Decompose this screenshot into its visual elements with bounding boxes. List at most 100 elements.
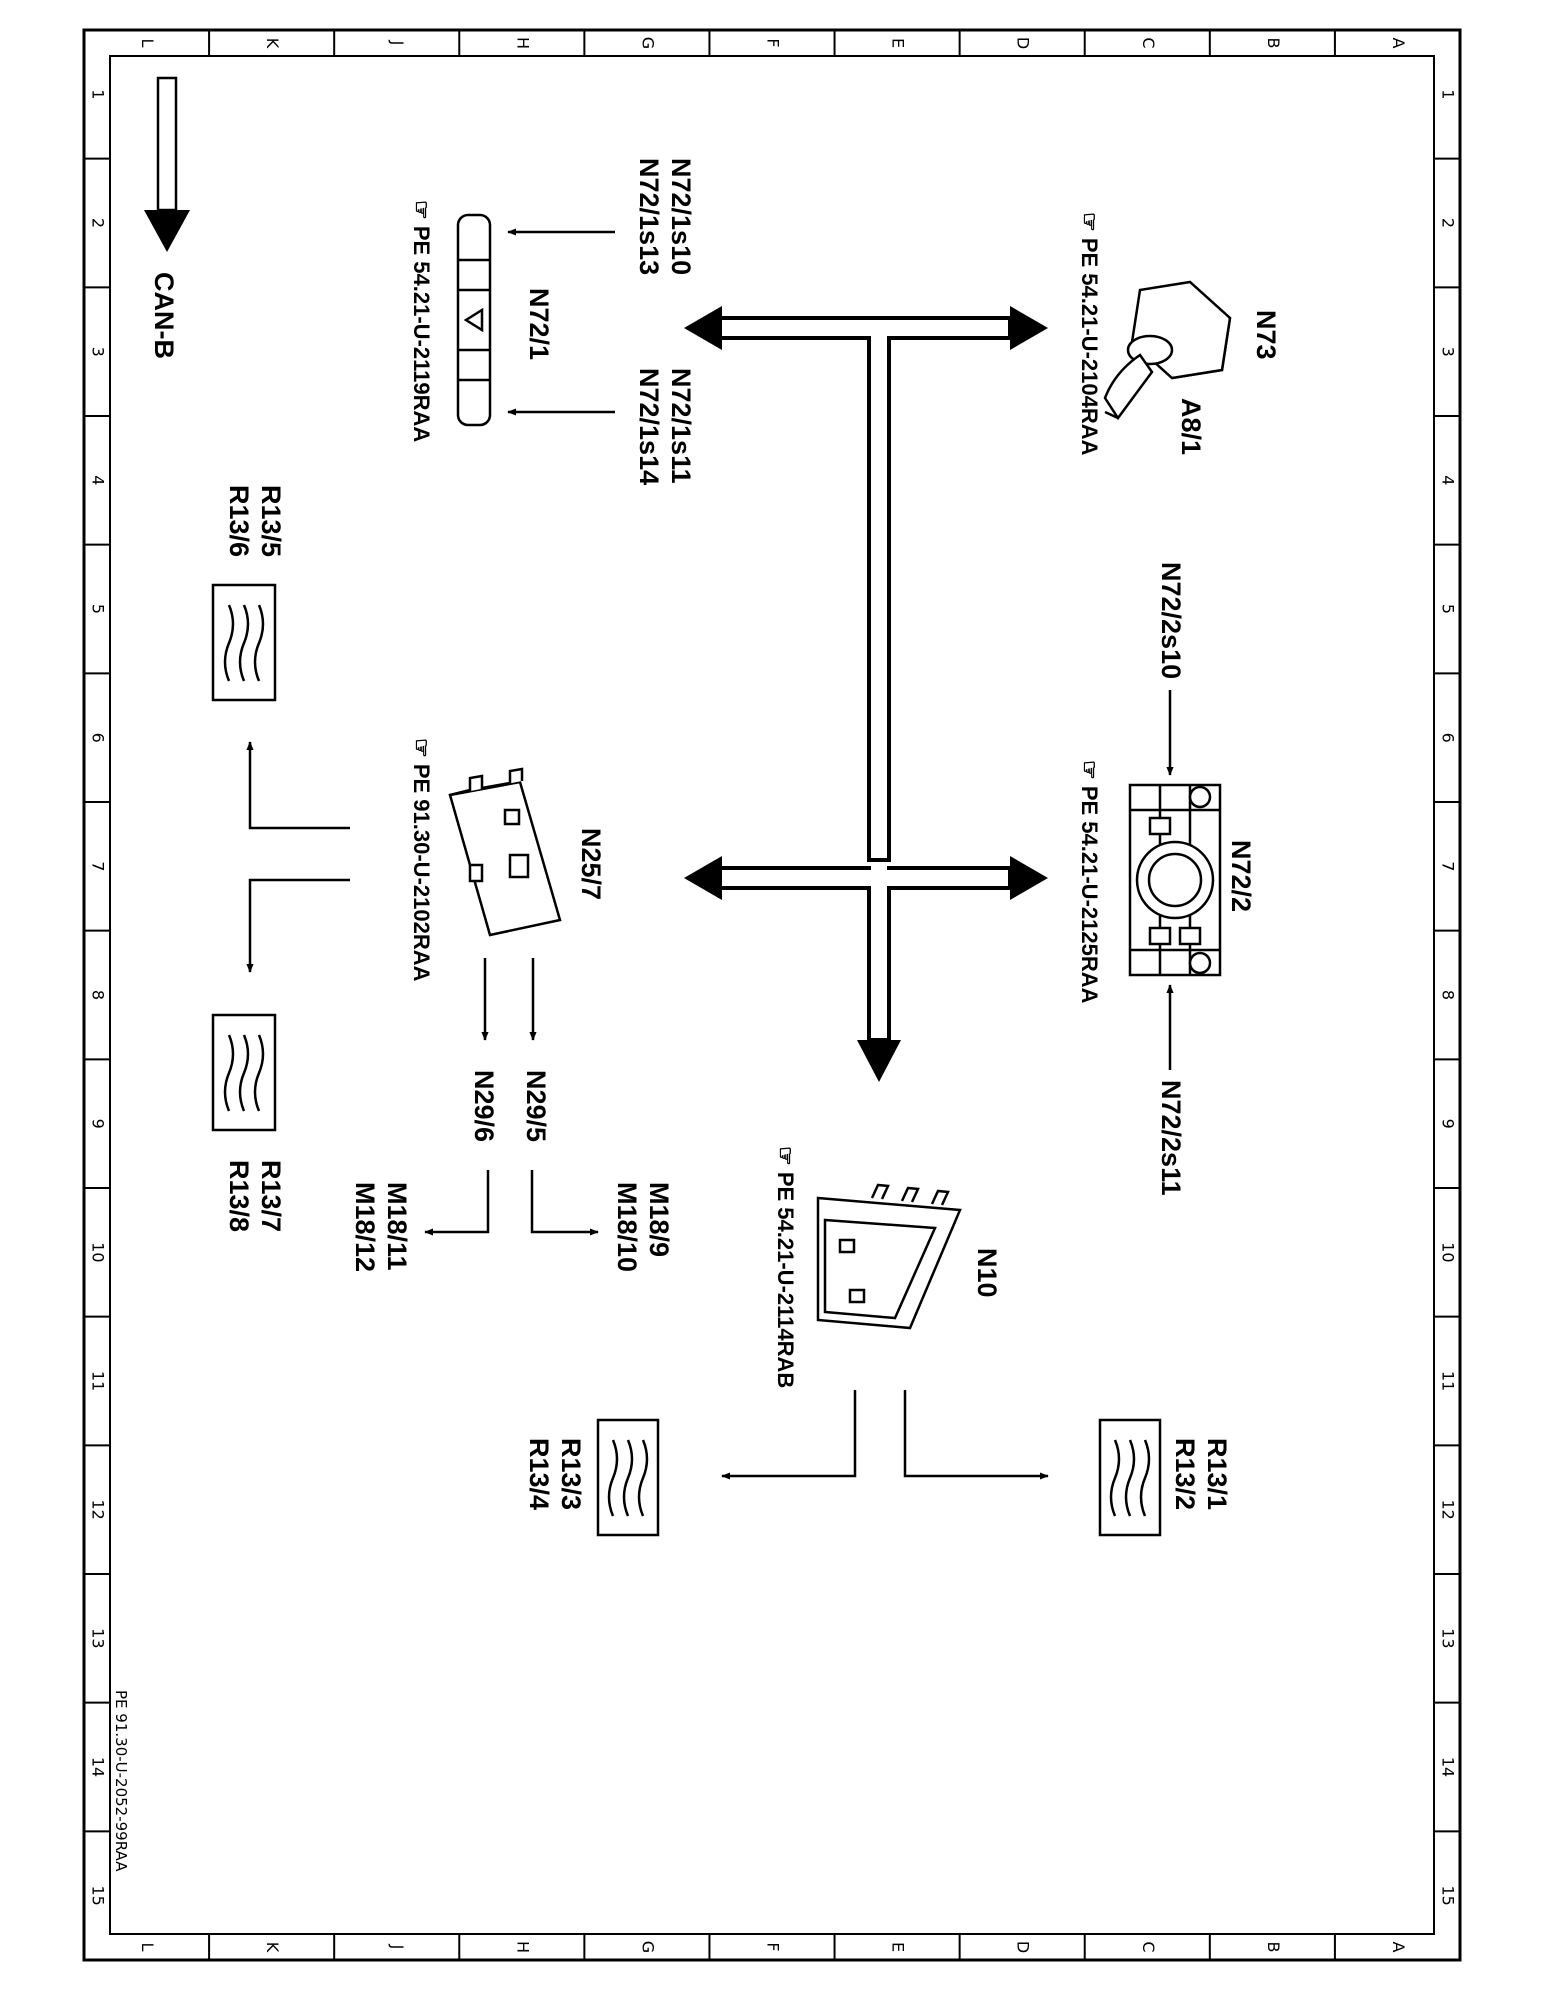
grid-number-left: 13 [89, 1628, 108, 1648]
grid-number-right: 1 [1439, 89, 1458, 99]
grid-letter-bottom: B [1264, 1942, 1283, 1953]
grid-number-left: 8 [89, 990, 108, 1000]
n72-1s13-label: N72/1s13 [634, 158, 664, 275]
n25-7-ref: ☞ PE 91.30-U-2102RAA [409, 738, 434, 982]
m18-11-label: M18/11 [382, 1182, 412, 1271]
hand-icon: ☞ [409, 738, 434, 764]
n72-2s11-label: N72/2s11 [1156, 1080, 1186, 1196]
grid-number-left: 12 [89, 1499, 108, 1519]
grid-letter-top: D [1014, 37, 1033, 49]
grid-number-right: 9 [1439, 1119, 1458, 1129]
n73-ignition-switch-icon [1103, 280, 1232, 421]
grid-ticks [84, 30, 1460, 1960]
grid-letter-top: K [263, 38, 282, 49]
grid-number-left: 2 [89, 218, 108, 228]
document-id: PE 91.30-U-2052-99RAA [112, 1690, 130, 1872]
grid-letter-top: G [638, 37, 657, 49]
r13-1-label: R13/1 [1202, 1438, 1232, 1510]
grid-letter-bottom: L [138, 1943, 157, 1952]
grid-number-left: 5 [89, 604, 108, 614]
grid-number-right: 6 [1439, 733, 1458, 743]
grid-letter-bottom: K [263, 1942, 282, 1953]
grid-letter-bottom: A [1389, 1942, 1408, 1953]
grid-number-left: 15 [89, 1885, 108, 1905]
bus-arrow-n10 [857, 1040, 901, 1082]
n10-module-icon [816, 1183, 962, 1330]
grid-number-left: 10 [89, 1242, 108, 1262]
n25-7-label: N25/7 [576, 828, 606, 900]
grid-number-left: 6 [89, 733, 108, 743]
inner-frame [109, 55, 1435, 1935]
grid-number-right: 12 [1439, 1499, 1458, 1519]
grid-letter-bottom: H [513, 1941, 532, 1953]
grid-letter-top: L [138, 39, 157, 48]
grid-letter-top: H [513, 37, 532, 49]
grid-letter-top: C [1139, 37, 1158, 48]
bus-arrow-n25-7 [684, 856, 722, 900]
r13-1-2-heater-icon [1098, 1418, 1162, 1537]
r13-6-label: R13/6 [224, 485, 254, 557]
grid-letter-top: J [388, 40, 407, 46]
can-bus [684, 306, 1048, 1082]
grid-number-right: 8 [1439, 990, 1458, 1000]
r13-4-label: R13/4 [524, 1438, 554, 1510]
grid-number-right: 2 [1439, 218, 1458, 228]
n72-2-switch-module-icon [1128, 783, 1222, 977]
grid-number-right: 14 [1439, 1757, 1458, 1777]
r13-3-4-heater-icon [596, 1418, 660, 1537]
grid-letter-top: B [1264, 38, 1283, 49]
r13-7-8-heater-icon [211, 1013, 277, 1132]
outer-frame [82, 28, 1462, 1962]
n29-6-label: N29/6 [469, 1070, 499, 1142]
grid-number-left: 3 [89, 347, 108, 357]
n72-2-label: N72/2 [1226, 840, 1256, 912]
grid-letter-bottom: D [1014, 1941, 1033, 1953]
grid-number-left: 9 [89, 1119, 108, 1129]
bus-arrow-n72-2 [1010, 856, 1048, 900]
n72-1-ref: ☞ PE 54.21-U-2119RAA [409, 200, 434, 442]
n10-label: N10 [972, 1248, 1002, 1298]
grid-number-right: 4 [1439, 475, 1458, 485]
grid-letter-bottom: E [889, 1942, 908, 1952]
grid-number-right: 7 [1439, 861, 1458, 871]
r13-8-label: R13/8 [224, 1160, 254, 1232]
r13-2-label: R13/2 [1170, 1438, 1200, 1510]
grid-number-left: 11 [89, 1371, 108, 1391]
grid-number-left: 7 [89, 861, 108, 871]
grid-letter-bottom: G [638, 1941, 657, 1953]
bus-arrow-n72-1 [684, 306, 722, 350]
n72-2-ref: ☞ PE 54.21-U-2125RAA [1077, 760, 1102, 1004]
grid-letter-bottom: F [764, 1942, 783, 1951]
can-b-legend: CAN-B [144, 76, 190, 359]
n72-1-label: N72/1 [524, 288, 554, 360]
grid-number-left: 4 [89, 475, 108, 485]
grid-number-right: 11 [1439, 1371, 1458, 1391]
n72-2s10-label: N72/2s10 [1156, 562, 1186, 679]
hand-icon: ☞ [1077, 212, 1102, 238]
n73-label: N73 [1251, 310, 1281, 360]
grid-letter-bottom: J [388, 1944, 407, 1950]
r13-5-label: R13/5 [256, 485, 286, 557]
bus-arrow-n73 [1010, 306, 1048, 350]
r13-3-label: R13/3 [556, 1438, 586, 1510]
r13-7-label: R13/7 [256, 1160, 286, 1232]
n73-ref: ☞ PE 54.21-U-2104RAA [1077, 212, 1102, 456]
hand-icon: ☞ [1077, 760, 1102, 786]
grid-letter-top: E [889, 38, 908, 48]
grid-letter-top: F [764, 38, 783, 47]
n72-1s11-label: N72/1s11 [666, 368, 696, 484]
n72-1s10-label: N72/1s10 [666, 158, 696, 275]
grid-number-right: 10 [1439, 1242, 1458, 1262]
grid-letter-bottom: C [1139, 1941, 1158, 1952]
n25-7-module-icon [448, 767, 562, 937]
m18-9-label: M18/9 [644, 1182, 674, 1257]
grid-number-right: 3 [1439, 347, 1458, 357]
grid-number-right: 15 [1439, 1885, 1458, 1905]
a8-1-label: A8/1 [1176, 398, 1206, 455]
can-b-label: CAN-B [149, 272, 179, 359]
m18-10-label: M18/10 [612, 1182, 642, 1272]
hand-icon: ☞ [773, 1146, 798, 1172]
grid-letter-top: A [1389, 38, 1408, 49]
